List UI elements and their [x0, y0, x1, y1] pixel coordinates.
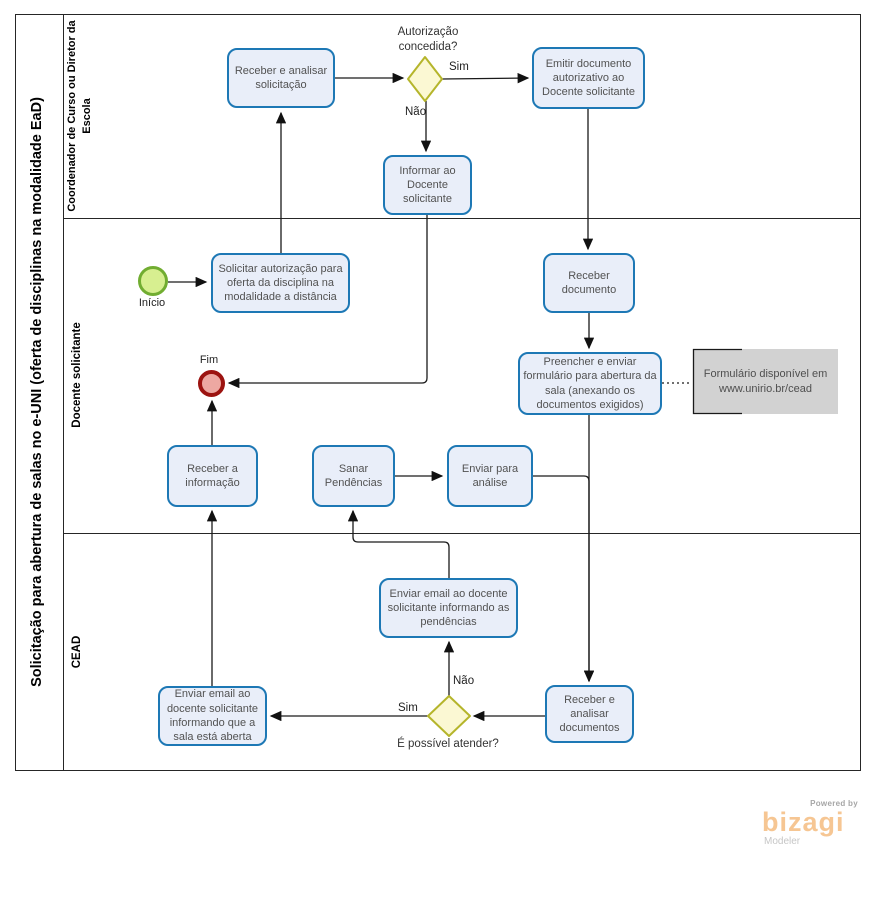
- task-receber-documento[interactable]: Receber documento: [543, 253, 635, 313]
- powered-by-text: Powered by: [810, 799, 858, 808]
- bizagi-wordmark: bizagi: [762, 807, 845, 837]
- task-sanar-pendencias[interactable]: Sanar Pendências: [312, 445, 395, 507]
- gateway-label-autorizacao-concedida: Autorização concedida?: [397, 26, 459, 53]
- gateway-label-possivel-atender: É possível atender?: [397, 738, 499, 750]
- edge-label-sim-autorizacao: Sim: [449, 61, 469, 73]
- pool-title-divider: [63, 14, 64, 771]
- annotation-formulario[interactable]: Formulário disponível em www.unirio.br/c…: [693, 349, 838, 414]
- task-preencher-enviar-formulario[interactable]: Preencher e enviar formulário para abert…: [518, 352, 662, 415]
- start-event[interactable]: [138, 266, 168, 296]
- task-enviar-para-analise[interactable]: Enviar para análise: [447, 445, 533, 507]
- lane-label-cead: CEAD: [71, 635, 83, 669]
- edge-label-nao-atender: Não: [453, 675, 475, 687]
- bizagi-logo: Powered by bizagi Modeler: [762, 799, 858, 847]
- edge-label-sim-atender: Sim: [398, 702, 418, 714]
- task-informar-docente[interactable]: Informar ao Docente solicitante: [383, 155, 472, 215]
- task-receber-analisar-solicitacao[interactable]: Receber e analisar solicitação: [227, 48, 335, 108]
- pool-border: [15, 14, 861, 771]
- task-enviar-email-pendencias[interactable]: Enviar email ao docente solicitante info…: [379, 578, 518, 638]
- lane-divider-1: [63, 218, 861, 219]
- task-emitir-documento[interactable]: Emitir documento autorizativo ao Docente…: [532, 47, 645, 109]
- modeler-text: Modeler: [764, 836, 801, 848]
- task-receber-analisar-documentos[interactable]: Receber e analisar documentos: [545, 685, 634, 743]
- task-enviar-email-sala-aberta[interactable]: Enviar email ao docente solicitante info…: [158, 686, 267, 746]
- start-event-label: Início: [138, 297, 166, 309]
- edge-label-nao-autorizacao: Não: [405, 106, 427, 118]
- end-event[interactable]: [198, 370, 225, 397]
- end-event-label: Fim: [199, 354, 219, 366]
- pool-title: Solicitação para abertura de salas no e-…: [29, 97, 45, 687]
- task-solicitar-autorizacao[interactable]: Solicitar autorização para oferta da dis…: [211, 253, 350, 313]
- task-receber-informacao[interactable]: Receber a informação: [167, 445, 258, 507]
- lane-divider-2: [63, 533, 861, 534]
- lane-label-docente: Docente solicitante: [71, 322, 83, 428]
- lane-label-coordenador: Coordenador de Curso ou Diretor da Escol…: [66, 20, 93, 212]
